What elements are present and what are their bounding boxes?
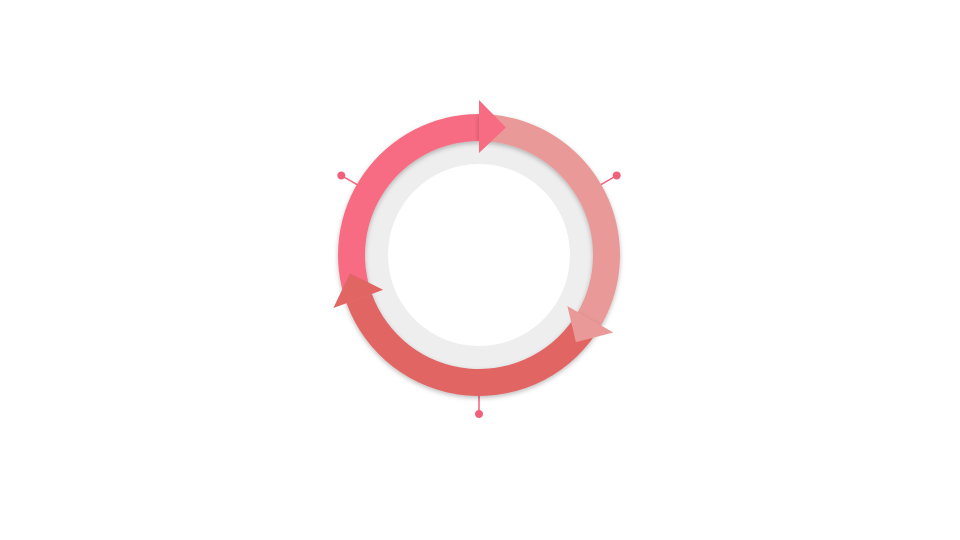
pin-dot-1 — [337, 171, 346, 180]
segment-3-arrow-head-icon — [333, 273, 384, 309]
arrow-heads — [333, 100, 614, 343]
pin-dot-2 — [612, 171, 621, 180]
segment-3-arc — [346, 293, 602, 396]
center-disk — [388, 164, 570, 346]
segment-2-arc — [479, 114, 620, 326]
pin-dot-3 — [475, 410, 483, 418]
segment-2-arrow-head-icon — [567, 306, 614, 343]
segment-1-arrow-head-icon — [479, 100, 506, 153]
